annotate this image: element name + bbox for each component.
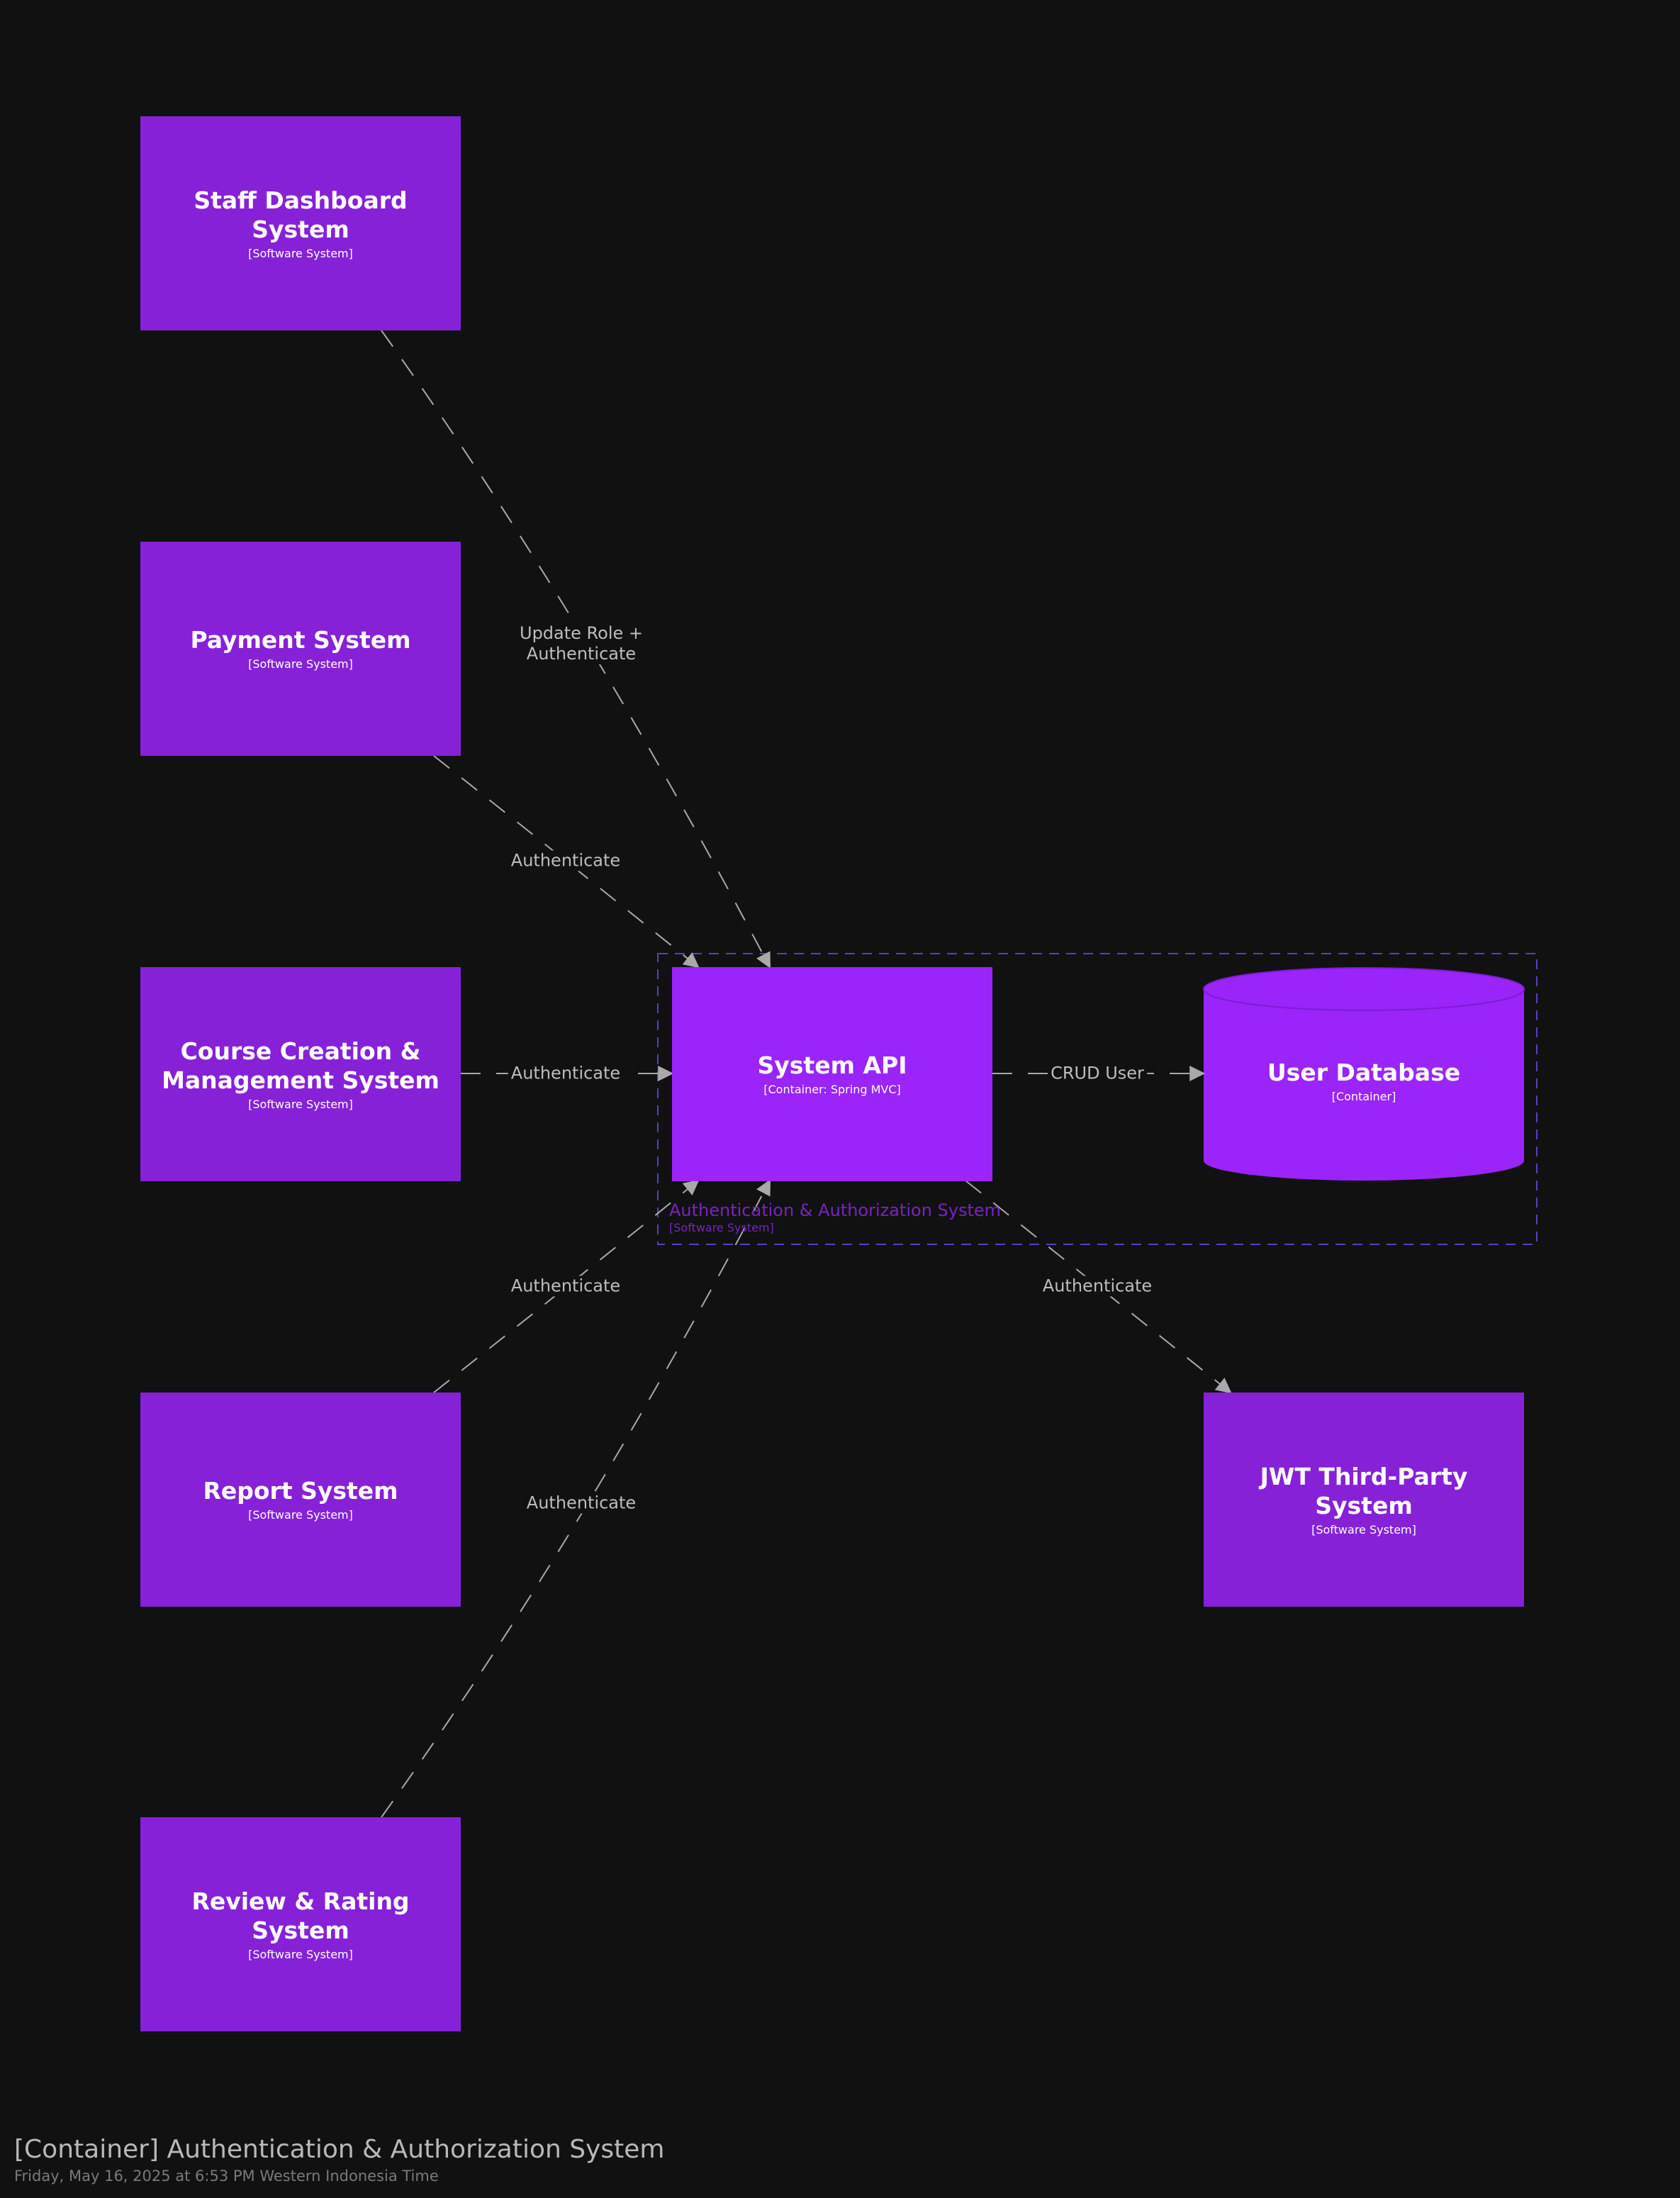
database-cylinder bbox=[1203, 967, 1525, 1181]
node-jwt-third-party-system[interactable]: JWT Third-Party System [Software System] bbox=[1204, 1393, 1524, 1607]
node-name: Payment System bbox=[190, 626, 411, 654]
node-name: JWT Third-Party System bbox=[1260, 1462, 1468, 1519]
edge-api-to-jwt bbox=[965, 1180, 1232, 1394]
node-name: Report System bbox=[203, 1477, 398, 1505]
edge-label-course-to-api: Authenticate bbox=[508, 1063, 624, 1084]
node-user-database[interactable]: User Database [Container] bbox=[1204, 1021, 1524, 1142]
boundary-name: Authentication & Authorization System bbox=[669, 1200, 1002, 1220]
node-type: [Software System] bbox=[248, 1508, 353, 1522]
edge-label-api-to-jwt: Authenticate bbox=[1039, 1276, 1155, 1297]
node-course-creation-system[interactable]: Course Creation & Management System [Sof… bbox=[140, 967, 461, 1181]
node-type: [Container: Spring MVC] bbox=[763, 1083, 901, 1096]
diagram-date: Friday, May 16, 2025 at 6:53 PM Western … bbox=[14, 2168, 439, 2185]
node-name: User Database bbox=[1267, 1059, 1461, 1086]
node-report-system[interactable]: Report System [Software System] bbox=[140, 1393, 461, 1607]
edge-label-review-to-api: Authenticate bbox=[523, 1493, 639, 1514]
edge-label-payment-to-api: Authenticate bbox=[508, 850, 624, 871]
node-name: Staff Dashboard System bbox=[194, 186, 408, 243]
node-review-rating-system[interactable]: Review & Rating System [Software System] bbox=[140, 1817, 461, 2031]
diagram-title: [Container] Authentication & Authorizati… bbox=[14, 2135, 665, 2164]
node-type: [Software System] bbox=[248, 657, 353, 671]
node-payment-system[interactable]: Payment System [Software System] bbox=[140, 542, 461, 756]
boundary-type: [Software System] bbox=[669, 1221, 774, 1234]
node-type: [Software System] bbox=[248, 1947, 353, 1961]
edge-review-to-api bbox=[381, 1179, 771, 1818]
node-staff-dashboard-system[interactable]: Staff Dashboard System [Software System] bbox=[140, 116, 461, 330]
edge-report-to-api bbox=[433, 1179, 700, 1393]
node-name: Review & Rating System bbox=[191, 1887, 410, 1944]
node-type: [Software System] bbox=[1311, 1522, 1416, 1536]
node-name: Course Creation & Management System bbox=[162, 1037, 439, 1094]
node-name: System API bbox=[757, 1051, 907, 1079]
edge-label-report-to-api: Authenticate bbox=[508, 1276, 624, 1297]
edge-label-staff-to-api: Update Role + Authenticate bbox=[517, 623, 646, 664]
node-type: [Container] bbox=[1331, 1090, 1396, 1103]
node-type: [Software System] bbox=[248, 1097, 353, 1111]
edge-payment-to-api bbox=[433, 755, 700, 969]
node-type: [Software System] bbox=[248, 246, 353, 260]
boundary-box bbox=[657, 953, 1538, 1245]
edge-label-api-to-db: CRUD User bbox=[1048, 1063, 1147, 1084]
node-system-api[interactable]: System API [Container: Spring MVC] bbox=[672, 967, 992, 1181]
boundary-label: Authentication & Authorization System [S… bbox=[669, 1200, 1001, 1236]
